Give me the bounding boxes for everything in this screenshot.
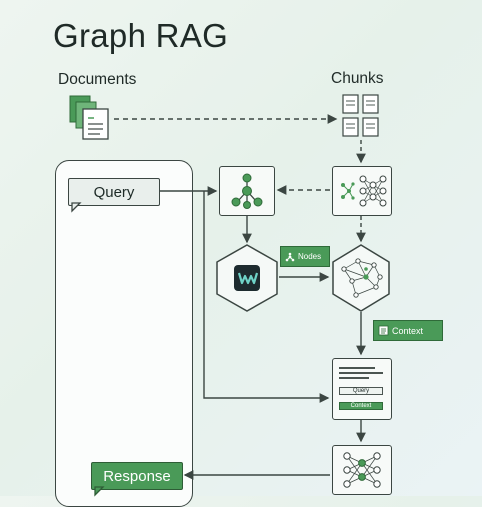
prompt-line <box>339 377 369 379</box>
chunks-label: Chunks <box>331 70 384 87</box>
knowledge-graph-node <box>332 244 390 312</box>
page-title: Graph RAG <box>53 17 229 54</box>
nodes-label: Nodes <box>298 252 322 261</box>
prompt-context-field: Context <box>339 402 383 410</box>
neural-network-icon <box>343 452 381 488</box>
prompt-card: Query Context <box>332 358 392 420</box>
chunks-icon <box>342 94 379 137</box>
query-to-prompt-arrow <box>203 191 330 403</box>
prompt-line <box>339 372 383 374</box>
documents-icon <box>69 95 109 140</box>
documents-label: Documents <box>58 71 137 88</box>
query-bubble-tail <box>71 202 82 213</box>
graph-mini-icon <box>285 252 295 261</box>
graph-database-logo <box>234 265 260 291</box>
connector-lines <box>114 114 366 480</box>
query-panel <box>55 160 193 507</box>
graph-database-node <box>216 244 278 312</box>
graph-node-icon <box>231 173 263 209</box>
neural-network-icon <box>341 175 387 207</box>
document-mini-icon <box>378 325 389 336</box>
vector-embedding-card <box>332 166 392 216</box>
query-bubble: Query <box>68 178 160 206</box>
response-bubble-tail <box>94 486 105 497</box>
context-tag: Context <box>373 320 443 341</box>
response-bubble: Response <box>91 462 183 490</box>
llm-card <box>332 445 392 495</box>
prompt-query-field: Query <box>339 387 383 395</box>
context-label: Context <box>392 325 424 336</box>
nodes-tag: Nodes <box>280 246 330 267</box>
prompt-line <box>339 367 375 369</box>
graph-node-card <box>219 166 275 216</box>
